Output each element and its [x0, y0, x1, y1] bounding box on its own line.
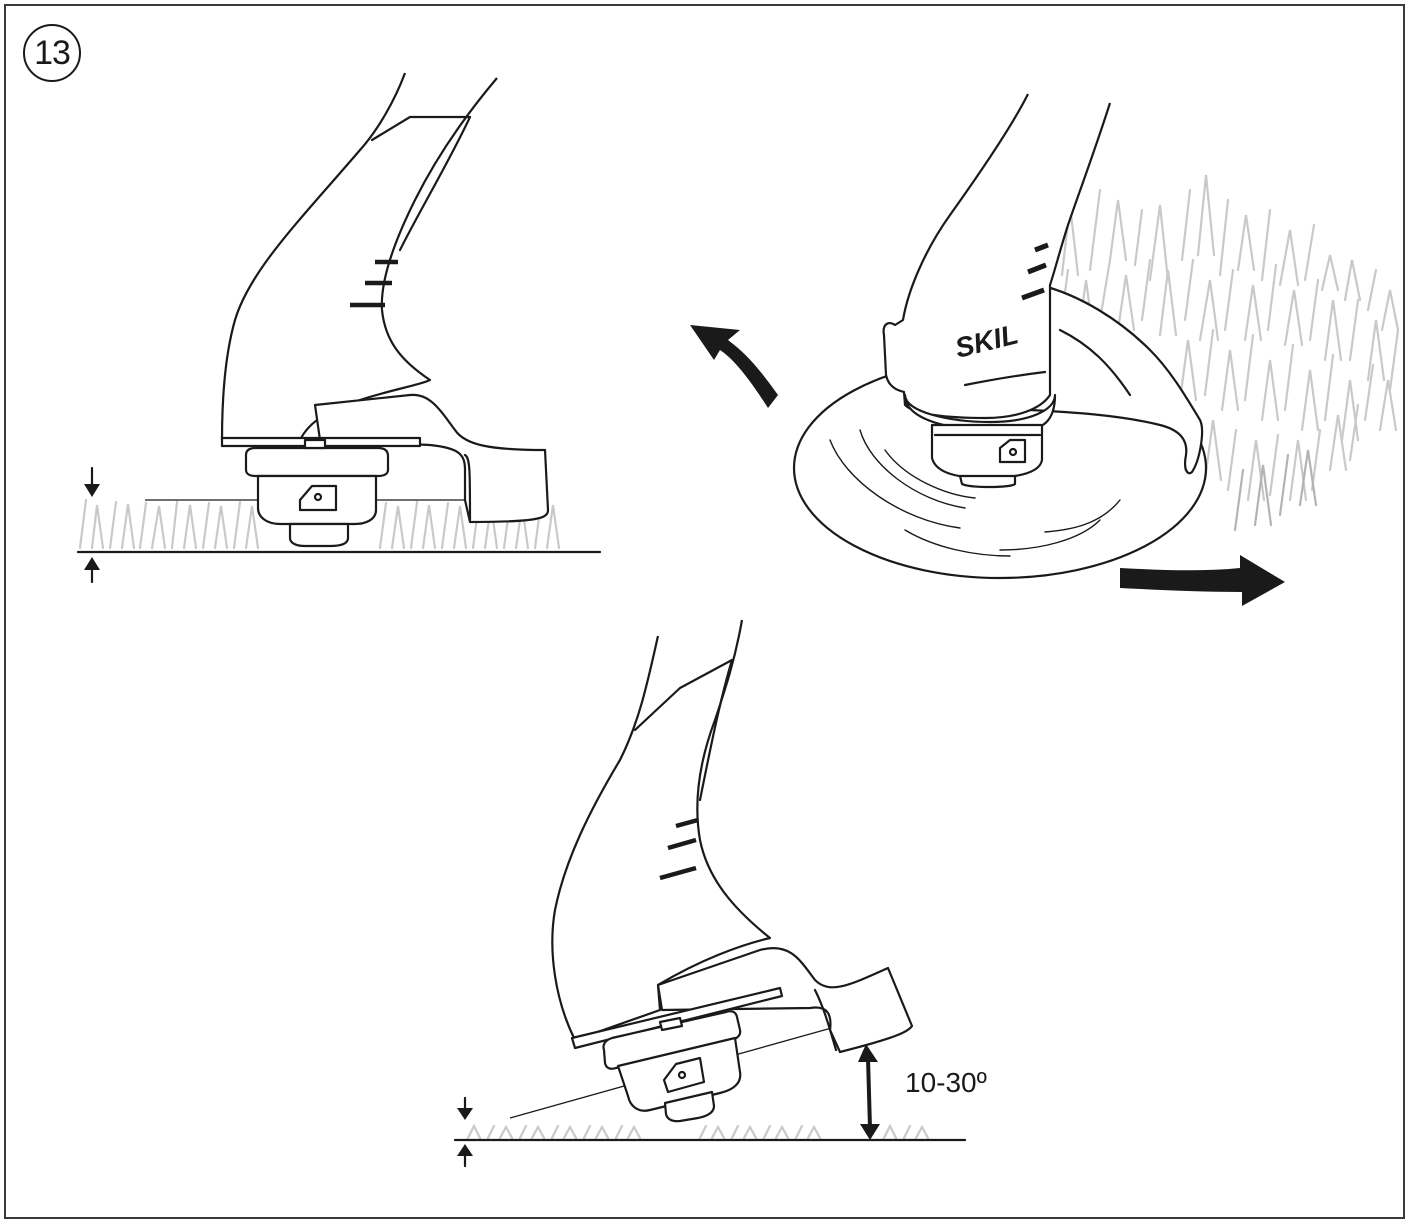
- spin-lines: [829, 429, 1121, 557]
- cutting-height-arrows-bottom: [457, 1096, 473, 1168]
- tilt-angle-arrow: [858, 1044, 880, 1140]
- level-trimming-view: [76, 72, 602, 584]
- tilted-trimming-view: [453, 619, 967, 1168]
- tilt-angle-label: 10-30º: [905, 1067, 987, 1098]
- sweep-motion-view: SKIL: [690, 93, 1400, 606]
- cutting-height-arrows-left: [84, 466, 100, 584]
- sweep-right-arrow: [1120, 555, 1285, 606]
- figure-frame: [4, 4, 1405, 1219]
- figure-number-badge: 13: [23, 24, 81, 82]
- sweep-left-arrow: [690, 325, 778, 408]
- tall-grass-right: [1058, 174, 1400, 532]
- grass-strip-bottom: [466, 1123, 930, 1140]
